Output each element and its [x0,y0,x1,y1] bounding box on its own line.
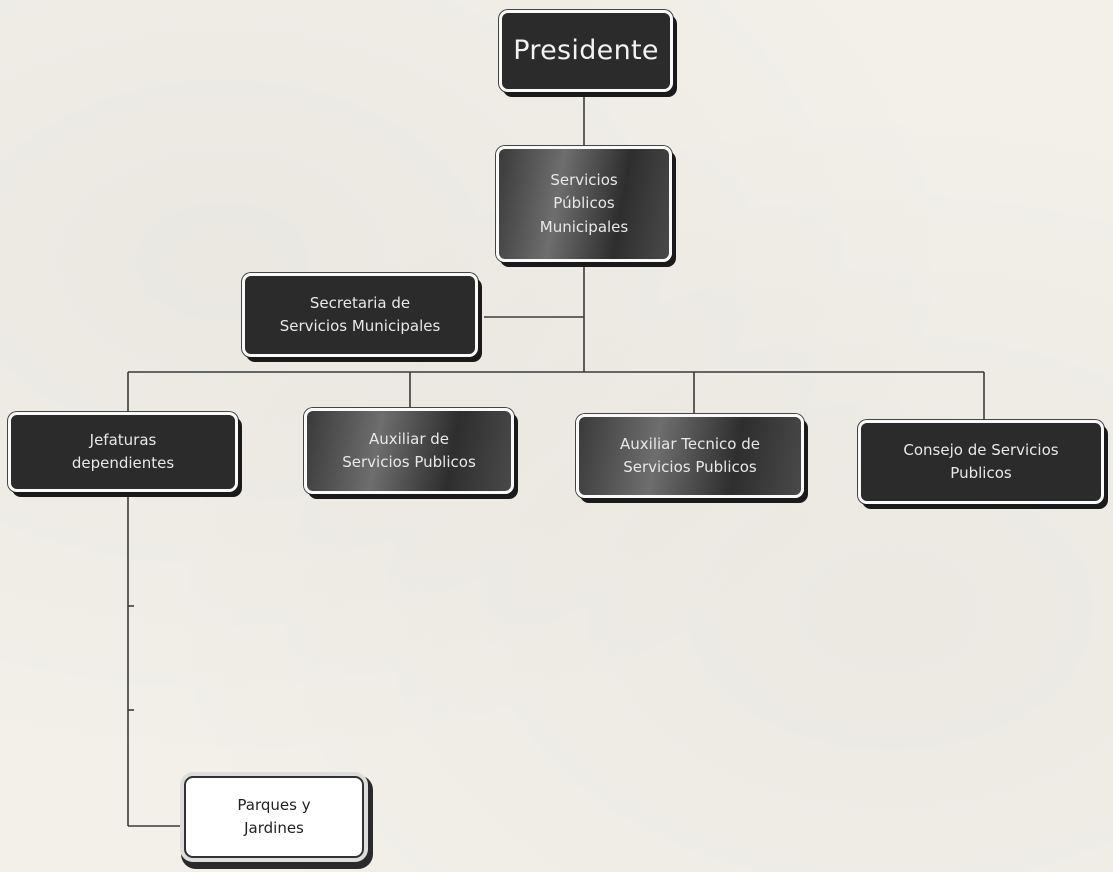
node-presidente-label: Presidente [513,35,659,67]
node-consejo-label: Consejo de Servicios Publicos [903,440,1059,482]
node-consejo-servicios-publicos: Consejo de Servicios Publicos [858,420,1104,504]
node-parques-y-jardines: Parques y Jardines [184,776,364,858]
node-jefaturas-label: Jefaturas dependientes [71,430,175,472]
node-auxiliar-servicios-label: Auxiliar de Servicios Publicos [342,429,476,471]
node-secretaria-label: Secretaria de Servicios Municipales [279,293,441,335]
node-jefaturas-dependientes: Jefaturas dependientes [8,412,238,492]
node-auxiliar-servicios-publicos: Auxiliar de Servicios Publicos [304,408,514,494]
node-auxiliar-tecnico-label: Auxiliar Tecnico de Servicios Publicos [620,434,760,476]
node-servicios-publicos-municipales: Servicios Públicos Municipales [496,146,672,262]
node-presidente: Presidente [499,10,673,92]
node-servicios-publicos-municipales-label: Servicios Públicos Municipales [539,171,629,236]
node-auxiliar-tecnico-servicios-publicos: Auxiliar Tecnico de Servicios Publicos [576,414,804,498]
node-parques-label: Parques y Jardines [237,795,311,837]
node-secretaria-servicios-municipales: Secretaria de Servicios Municipales [242,273,478,357]
